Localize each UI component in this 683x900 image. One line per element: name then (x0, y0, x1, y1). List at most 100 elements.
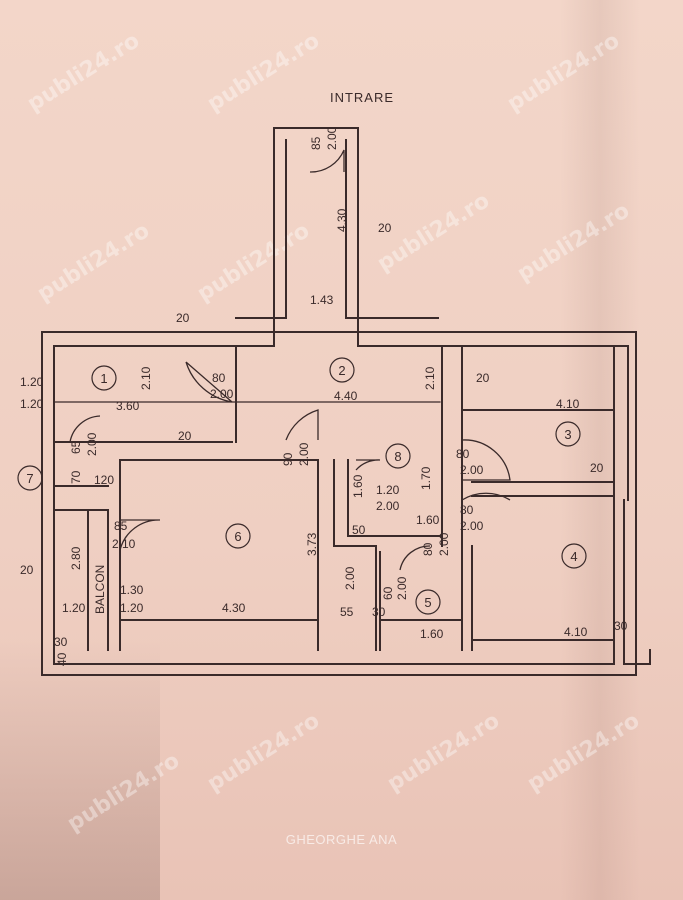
room-circle (91, 365, 117, 391)
corridor-wall-right (345, 139, 439, 319)
room-number-3: 3 (564, 427, 571, 442)
dim-label: 1.70 (419, 466, 433, 490)
dim-label: 80 (212, 371, 226, 385)
dim-label: 2.80 (69, 546, 83, 570)
dim-label: 1.60 (351, 474, 365, 498)
room-number-6: 6 (234, 529, 241, 544)
dim-label: 1.30 (120, 583, 144, 597)
dim-label: 3.73 (305, 532, 319, 556)
dim-label: 30 (372, 605, 386, 619)
door-entry (309, 149, 345, 173)
dim-label: 2.00 (437, 532, 451, 556)
room-number-1: 1 (100, 371, 107, 386)
dim-label: 4.40 (334, 389, 358, 403)
dim-label: 2.00 (460, 519, 484, 533)
dim-label: 4.30 (335, 208, 349, 232)
dim-label: 30 (614, 619, 628, 633)
room-circle (329, 357, 355, 383)
wall-room8-left (333, 459, 377, 547)
dim-label: 20 (476, 371, 490, 385)
door-room1 (185, 361, 233, 403)
title: INTRARE (330, 90, 394, 105)
door-room8 (355, 459, 381, 471)
door-swings (69, 149, 511, 571)
dim-label: 120 (94, 473, 114, 487)
dim-label: 20 (176, 311, 190, 325)
dim-label: 2.00 (297, 442, 311, 466)
room-circle (225, 523, 251, 549)
dim-label: 2.10 (112, 537, 136, 551)
dim-label: 40 (55, 652, 69, 666)
dim-label: 1.20 (62, 601, 86, 615)
dim-label: 85 (114, 519, 128, 533)
room-circle (555, 421, 581, 447)
dimension-labels: 85 2.00 4.30 20 1.43 20 2.10 80 2.00 2.1… (20, 126, 628, 666)
room-circle (415, 589, 441, 615)
signature: GHEORGHE ANA (285, 832, 398, 847)
dim-label: 2.10 (139, 366, 153, 390)
dim-label: 2.00 (85, 432, 99, 456)
dim-label: 20 (378, 221, 392, 235)
room-circle (561, 543, 587, 569)
dim-label: 2.10 (423, 366, 437, 390)
dim-label: 85 (309, 136, 323, 150)
room-circle (17, 465, 43, 491)
dim-label: 1.20 (20, 397, 44, 411)
dim-label: 60 (381, 586, 395, 600)
paper-fold-shadow (0, 640, 160, 900)
dim-label: 4.10 (564, 625, 588, 639)
wall-room8-bottom (347, 459, 443, 537)
dim-label: 20 (178, 429, 192, 443)
room-number-8: 8 (394, 449, 401, 464)
window-right-lower (623, 499, 651, 665)
door-room4 (461, 492, 511, 501)
dim-label: 70 (69, 470, 83, 484)
wall-balcony (53, 509, 109, 651)
door-balcony (119, 519, 161, 551)
dim-label: 1.20 (120, 601, 144, 615)
dim-label: 2.00 (376, 499, 400, 513)
dim-label: 3.60 (116, 399, 140, 413)
dim-label: 30 (54, 635, 68, 649)
dim-label: 2.00 (343, 566, 357, 590)
door-room5 (399, 545, 431, 571)
dim-label: 1.20 (376, 483, 400, 497)
outer-wall (41, 331, 637, 676)
door-room7 (69, 415, 101, 443)
room-number-2: 2 (338, 363, 345, 378)
dim-label: 90 (281, 452, 295, 466)
walls (41, 127, 651, 676)
room-circle (385, 443, 411, 469)
room-number-5: 5 (424, 595, 431, 610)
dim-label: 2.00 (325, 126, 339, 150)
dim-label: 1.43 (310, 293, 334, 307)
dim-label: 80 (460, 503, 474, 517)
dim-label: 2.00 (460, 463, 484, 477)
dim-label: 55 (340, 605, 354, 619)
window-right-upper (613, 345, 629, 501)
dim-label: BALCON (93, 565, 107, 614)
dim-label: 4.30 (222, 601, 246, 615)
dim-label: 4.10 (556, 397, 580, 411)
door-room6 (285, 409, 319, 441)
dim-label: 80 (421, 542, 435, 556)
room-number-4: 4 (570, 549, 577, 564)
dim-label: 80 (456, 447, 470, 461)
dim-label: 1.60 (416, 513, 440, 527)
room-number-circles (17, 357, 587, 615)
dim-label: 1.60 (420, 627, 444, 641)
door-room3 (461, 439, 511, 481)
dim-label: 2.00 (210, 387, 234, 401)
corridor-wall-left (235, 139, 287, 319)
dim-label: 1.20 (20, 375, 44, 389)
dim-label: 50 (352, 523, 366, 537)
room-numbers: 1 2 3 4 5 6 7 8 (26, 363, 577, 610)
dim-label: 2.00 (395, 576, 409, 600)
dim-label: 20 (20, 563, 34, 577)
dim-label: 65 (69, 440, 83, 454)
room-number-7: 7 (26, 471, 33, 486)
dim-label: 20 (590, 461, 604, 475)
inner-outline (53, 127, 615, 665)
